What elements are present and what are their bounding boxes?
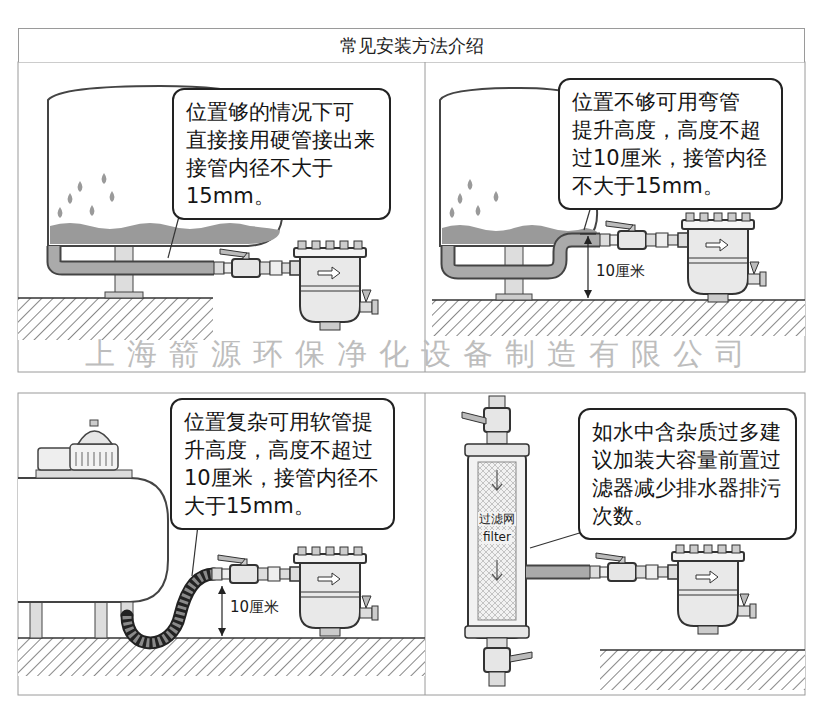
panel-1-art (214, 249, 292, 277)
panel-2-art (432, 300, 805, 336)
panel-4-art (462, 412, 486, 424)
panel-3-art (76, 452, 112, 466)
callout-text: 如水中含杂质过多建 议加装大容量前置过 滤器减少排水器排污 次数。 (592, 418, 783, 530)
panel-4-art (590, 553, 668, 581)
panel-3-art (18, 478, 168, 602)
panel-4-art (465, 626, 529, 638)
panel-frame (425, 62, 426, 372)
panel-1-art (110, 191, 115, 202)
panel-frame (18, 393, 805, 695)
panel-2-art (448, 240, 600, 272)
callout-text: 位置复杂可用软管提 升高度，高度不超过 10厘米，接管内径不 大于15mm。 (184, 408, 381, 520)
panel-2-art (432, 88, 805, 336)
callout-box: 如水中含杂质过多建 议加装大容量前置过 滤器减少排水器排污 次数。 (578, 408, 797, 540)
callout-box: 位置够的情况下可 直接接用硬管接出来 接管内径不大于 15mm。 (172, 88, 391, 220)
panel-2-art (476, 205, 481, 216)
panel-4-art (526, 565, 590, 580)
dimension-label: 10厘米 (230, 598, 279, 616)
panel-1-art (58, 207, 63, 218)
panel-2-art (468, 179, 473, 190)
panel-1-art (102, 173, 107, 184)
panel-4-art (484, 408, 510, 432)
panel-2-art (494, 191, 499, 202)
panel-2-art (496, 294, 532, 300)
panel-2-art (587, 236, 588, 298)
filter-label: 过滤网 (478, 512, 516, 526)
watermark: 上海箭源环保净化设备制造有限公司 (85, 336, 757, 372)
panel-4-art (600, 650, 805, 690)
panel-4-art (600, 649, 805, 651)
title-band: 常见安装方法介绍 (18, 28, 805, 62)
panel-4-art (526, 567, 590, 578)
panel-4-art (478, 462, 516, 620)
panel-4-art (487, 638, 507, 648)
panel-3-art (290, 547, 378, 636)
panel-frame (18, 62, 805, 695)
panel-4-art (489, 672, 505, 686)
panel-1-art (78, 181, 83, 192)
panel-3-art (127, 574, 214, 643)
panel-2-art (678, 213, 766, 302)
panel-3-art (70, 444, 118, 470)
panel-3-art (36, 470, 132, 478)
panel-3-art (90, 420, 98, 426)
panel-4-art (465, 444, 529, 456)
callout-box: 位置复杂可用软管提 升高度，高度不超过 10厘米，接管内径不 大于15mm。 (170, 398, 395, 530)
panel-4-art (468, 448, 526, 638)
callout-text: 位置不够可用弯管 提升高度，高度不超 过10厘米，接管内径 不大于15mm。 (572, 88, 769, 200)
filter-label: filter (482, 530, 512, 544)
dimension-label: 10厘米 (596, 262, 645, 280)
panel-4-art (668, 545, 756, 634)
panel-2-art (580, 234, 596, 235)
panel-3-art (212, 555, 290, 583)
panel-3-art (78, 431, 112, 444)
panel-1-art (68, 193, 73, 204)
panel-4-art (487, 432, 507, 444)
panel-1-art (18, 298, 213, 340)
panel-frame (18, 62, 805, 372)
panel-4-art (484, 648, 510, 672)
panel-2-art (450, 207, 455, 218)
callout-text: 位置够的情况下可 直接接用硬管接出来 接管内径不大于 15mm。 (186, 98, 377, 210)
panel-4-art (462, 396, 805, 690)
panel-1-art (50, 223, 280, 244)
panel-3-art (95, 600, 107, 638)
callout-box: 位置不够可用弯管 提升高度，高度不超 过10厘米，接管内径 不大于15mm。 (558, 78, 783, 210)
panel-3-art (18, 637, 425, 639)
panel-1-art (105, 292, 143, 298)
panel-1-art (290, 241, 378, 330)
panel-3-art (18, 638, 425, 676)
panel-2-art (448, 240, 600, 272)
panel-1-art (90, 205, 95, 216)
panel-1-art (54, 246, 214, 268)
panel-3-art (38, 448, 72, 470)
panel-3-art (221, 586, 222, 636)
panel-4-art (510, 652, 532, 662)
panel-3-art (127, 574, 214, 643)
panel-3-art (30, 600, 42, 638)
panel-2-art (600, 221, 678, 249)
panel-2-art (458, 193, 463, 204)
panel-1-art (54, 246, 214, 268)
title-text: 常见安装方法介绍 (340, 34, 484, 58)
panel-4-art (489, 396, 505, 408)
panel-2-art (432, 299, 805, 301)
